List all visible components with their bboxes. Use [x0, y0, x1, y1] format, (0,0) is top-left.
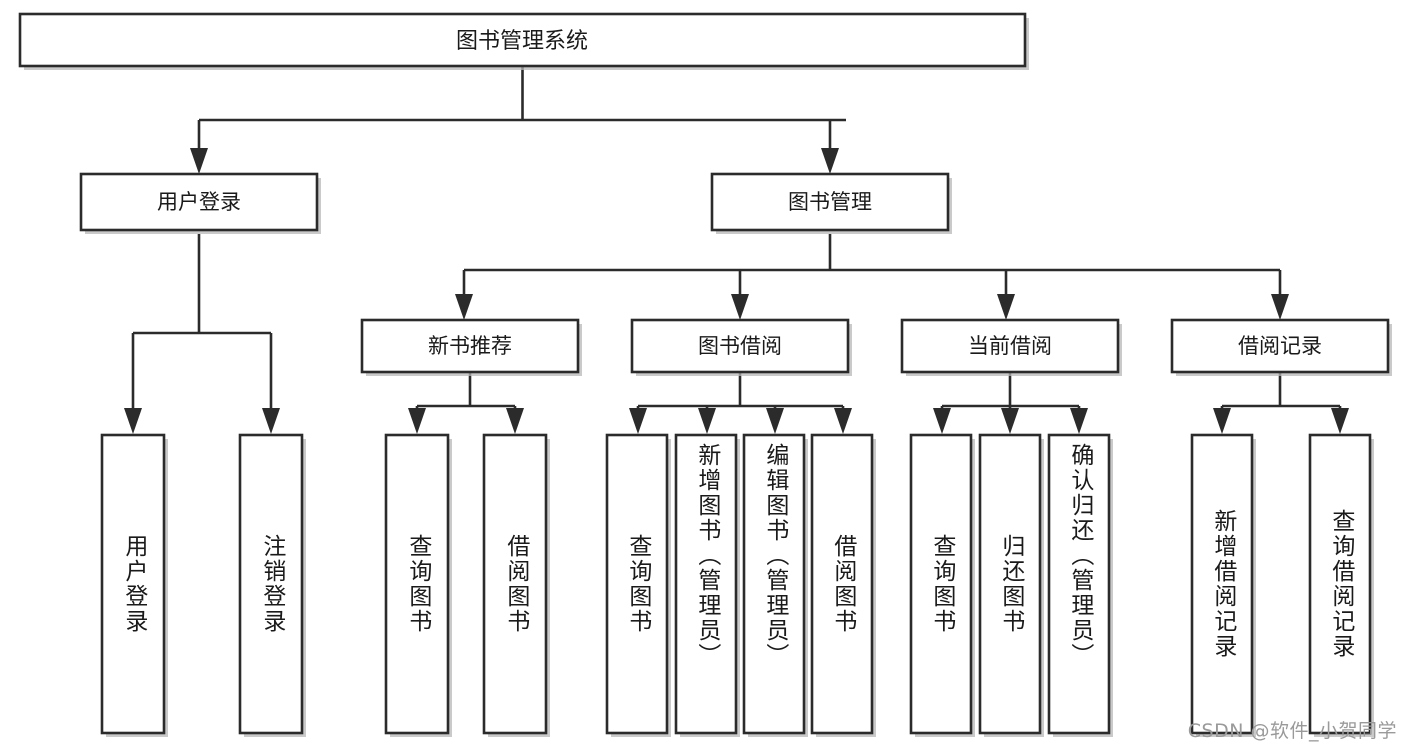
arrowhead-current-leaf-2: [1001, 408, 1019, 434]
arrowhead-current-leaf-3: [1070, 408, 1088, 434]
node-leaf-borrow-add-box[interactable]: [674, 433, 738, 735]
arrowhead-current-borrow: [997, 294, 1015, 320]
arrowhead-user-login: [190, 148, 208, 174]
node-root[interactable]: 图书管理系统: [18, 12, 1029, 70]
node-leaf-borrow-query-box[interactable]: [605, 433, 669, 735]
node-leaf-record-add-box[interactable]: [1190, 433, 1254, 735]
arrowhead-record-leaf-1: [1213, 408, 1231, 434]
node-leaf-current-return-box[interactable]: [978, 433, 1042, 735]
node-book-borrow-label: 图书借阅: [698, 334, 782, 358]
arrowhead-recommend-leaf-2: [506, 408, 524, 434]
node-current-borrow-box[interactable]: [900, 318, 1120, 374]
node-leaf-logout-box[interactable]: [238, 433, 304, 735]
arrowhead-recommend-leaf-1: [408, 408, 426, 434]
node-leaf-borrow-add[interactable]: [674, 433, 740, 737]
node-leaf-borrow-edit-box[interactable]: [742, 433, 806, 735]
node-leaf-current-query[interactable]: [909, 433, 975, 737]
arrowhead-leaf-logout: [262, 408, 280, 434]
node-leaf-current-return[interactable]: [978, 433, 1044, 737]
arrowhead-borrow-record: [1271, 294, 1289, 320]
node-root-label: 图书管理系统: [456, 29, 588, 54]
arrowhead-current-leaf-1: [933, 408, 951, 434]
arrowhead-borrow-leaf-2: [698, 408, 716, 434]
node-book-manage-label: 图书管理: [788, 190, 872, 214]
arrowhead-book-borrow: [731, 294, 749, 320]
node-leaf-borrow-lend-box[interactable]: [810, 433, 874, 735]
node-user-login-label: 用户登录: [157, 190, 241, 214]
node-leaf-recommend-query-box[interactable]: [384, 433, 450, 735]
arrowhead-borrow-leaf-1: [629, 408, 647, 434]
node-leaf-current-confirm[interactable]: [1047, 433, 1113, 737]
node-root-box[interactable]: [18, 12, 1027, 68]
node-leaf-record-query-box[interactable]: [1308, 433, 1372, 735]
watermark-text: CSDN @软件_小贺同学: [1187, 720, 1397, 742]
node-leaf-user-login-box[interactable]: [100, 433, 166, 735]
node-current-borrow[interactable]: 当前借阅: [900, 318, 1122, 376]
node-leaf-logout[interactable]: [238, 433, 306, 737]
node-borrow-record-label: 借阅记录: [1238, 334, 1322, 358]
arrowhead-borrow-leaf-3: [766, 408, 784, 434]
node-leaf-borrow-query[interactable]: [605, 433, 671, 737]
node-leaf-recommend-borrow-box[interactable]: [482, 433, 548, 735]
node-new-book-recommend-label: 新书推荐: [428, 334, 512, 358]
node-book-manage[interactable]: 图书管理: [710, 172, 952, 234]
node-new-book-recommend[interactable]: 新书推荐: [360, 318, 582, 376]
node-leaf-recommend-borrow[interactable]: [482, 433, 550, 737]
node-user-login[interactable]: 用户登录: [79, 172, 321, 234]
node-leaf-borrow-edit[interactable]: [742, 433, 808, 737]
node-book-borrow-box[interactable]: [630, 318, 850, 374]
node-leaf-borrow-lend[interactable]: [810, 433, 876, 737]
node-leaf-current-confirm-box[interactable]: [1047, 433, 1111, 735]
arrowhead-new-book-recommend: [455, 294, 473, 320]
arrowhead-borrow-leaf-4: [834, 408, 852, 434]
node-book-borrow[interactable]: 图书借阅: [630, 318, 852, 376]
arrowhead-leaf-user-login: [124, 408, 142, 434]
node-leaf-record-query[interactable]: [1308, 433, 1374, 737]
node-user-login-box[interactable]: [79, 172, 319, 232]
node-layer: 图书管理系统 用户登录 图书管理 新书推荐: [18, 12, 1392, 737]
node-book-manage-box[interactable]: [710, 172, 950, 232]
arrowhead-book-manage: [821, 148, 839, 174]
node-leaf-current-query-box[interactable]: [909, 433, 973, 735]
node-leaf-user-login[interactable]: [100, 433, 168, 737]
node-leaf-recommend-query[interactable]: [384, 433, 452, 737]
node-borrow-record[interactable]: 借阅记录: [1170, 318, 1392, 376]
node-new-book-recommend-box[interactable]: [360, 318, 580, 374]
node-borrow-record-box[interactable]: [1170, 318, 1390, 374]
connector-layer: [124, 66, 1349, 434]
arrowhead-record-leaf-2: [1331, 408, 1349, 434]
node-current-borrow-label: 当前借阅: [968, 334, 1052, 358]
node-leaf-record-add[interactable]: [1190, 433, 1256, 737]
